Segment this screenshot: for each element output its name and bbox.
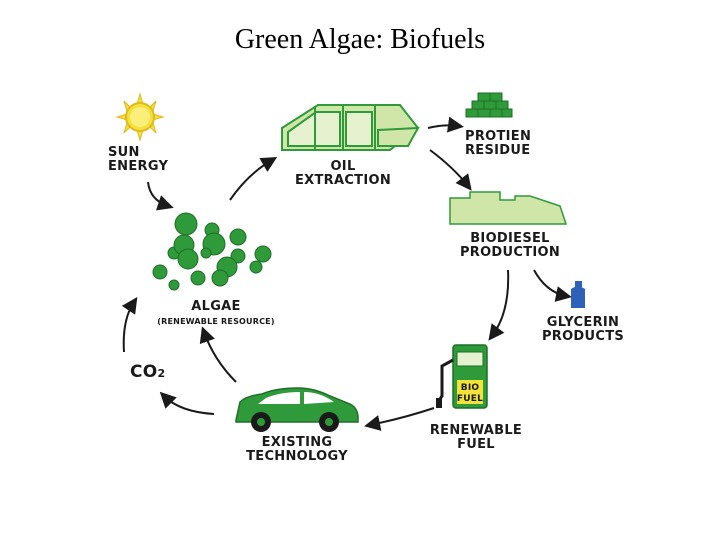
label-existing-technology: EXISTING TECHNOLOGY [238, 436, 356, 464]
label-line: OIL [330, 159, 356, 174]
label-line-sub: (RENEWABLE RESOURCE) [157, 317, 275, 326]
arrow-biodiesel-to-fuel [488, 269, 510, 341]
label-glycerin-products: GLYCERIN PRODUCTS [535, 316, 631, 344]
algae-cells-icon [152, 212, 272, 291]
label-protein-residue: PROTIEN RESIDUE [465, 130, 531, 158]
label-line: EXISTING [261, 435, 333, 450]
label-bio-fuel-pump: BIO FUEL [456, 383, 484, 405]
label-line: FUEL [456, 394, 484, 404]
oil-extraction-tanks-icon [281, 104, 420, 151]
bio-fuel-pump-icon [436, 344, 488, 409]
co2-subscript: 2 [157, 367, 166, 380]
cycle-arrows [121, 116, 572, 431]
arrow-algae-to-oil [229, 156, 278, 201]
label-line: RENEWABLE [429, 423, 523, 438]
label-line: RESIDUE [465, 143, 531, 158]
page-title: Green Algae: Biofuels [234, 24, 486, 55]
label-line: PROTIEN [465, 129, 532, 144]
arrow-fuel-to-car [364, 407, 435, 431]
label-line: TECHNOLOGY [246, 449, 348, 464]
label-line: GLYCERIN [546, 315, 620, 330]
arrow-co2-to-algae [121, 297, 138, 353]
label-line: PRODUCTS [541, 329, 625, 344]
arrow-car-to-algae [199, 326, 237, 383]
label-line: ALGAE [191, 299, 241, 314]
car-icon [235, 387, 359, 432]
label-sun-energy: SUN ENERGY [108, 146, 168, 174]
arrow-protein-to-biodiesel [429, 149, 472, 191]
label-co2: CO2 [130, 362, 166, 384]
label-oil-extraction: OIL EXTRACTION [284, 160, 402, 188]
label-line: SUN [108, 145, 140, 160]
label-biodiesel-production: BIODIESEL PRODUCTION [450, 232, 570, 260]
co2-text: CO [130, 362, 158, 382]
arrow-car-to-co2 [159, 391, 215, 415]
arrow-biodiesel-to-glycerin [533, 269, 572, 302]
sun-icon [115, 92, 165, 142]
label-line: ENERGY [108, 159, 169, 174]
biodiesel-plant-icon [449, 191, 568, 225]
label-algae: ALGAE (RENEWABLE RESOURCE) [150, 300, 282, 327]
arrow-oil-to-protein [427, 116, 464, 133]
label-line: BIODIESEL [470, 231, 550, 246]
protein-residue-icon [465, 92, 513, 118]
label-line: FUEL [457, 437, 495, 452]
label-line: EXTRACTION [294, 173, 392, 188]
label-renewable-fuel: RENEWABLE FUEL [424, 424, 528, 452]
label-line: BIO [460, 383, 480, 393]
label-line: PRODUCTION [459, 245, 561, 260]
arrow-sun-to-algae [147, 181, 174, 211]
glycerin-bottle-icon [571, 281, 585, 308]
